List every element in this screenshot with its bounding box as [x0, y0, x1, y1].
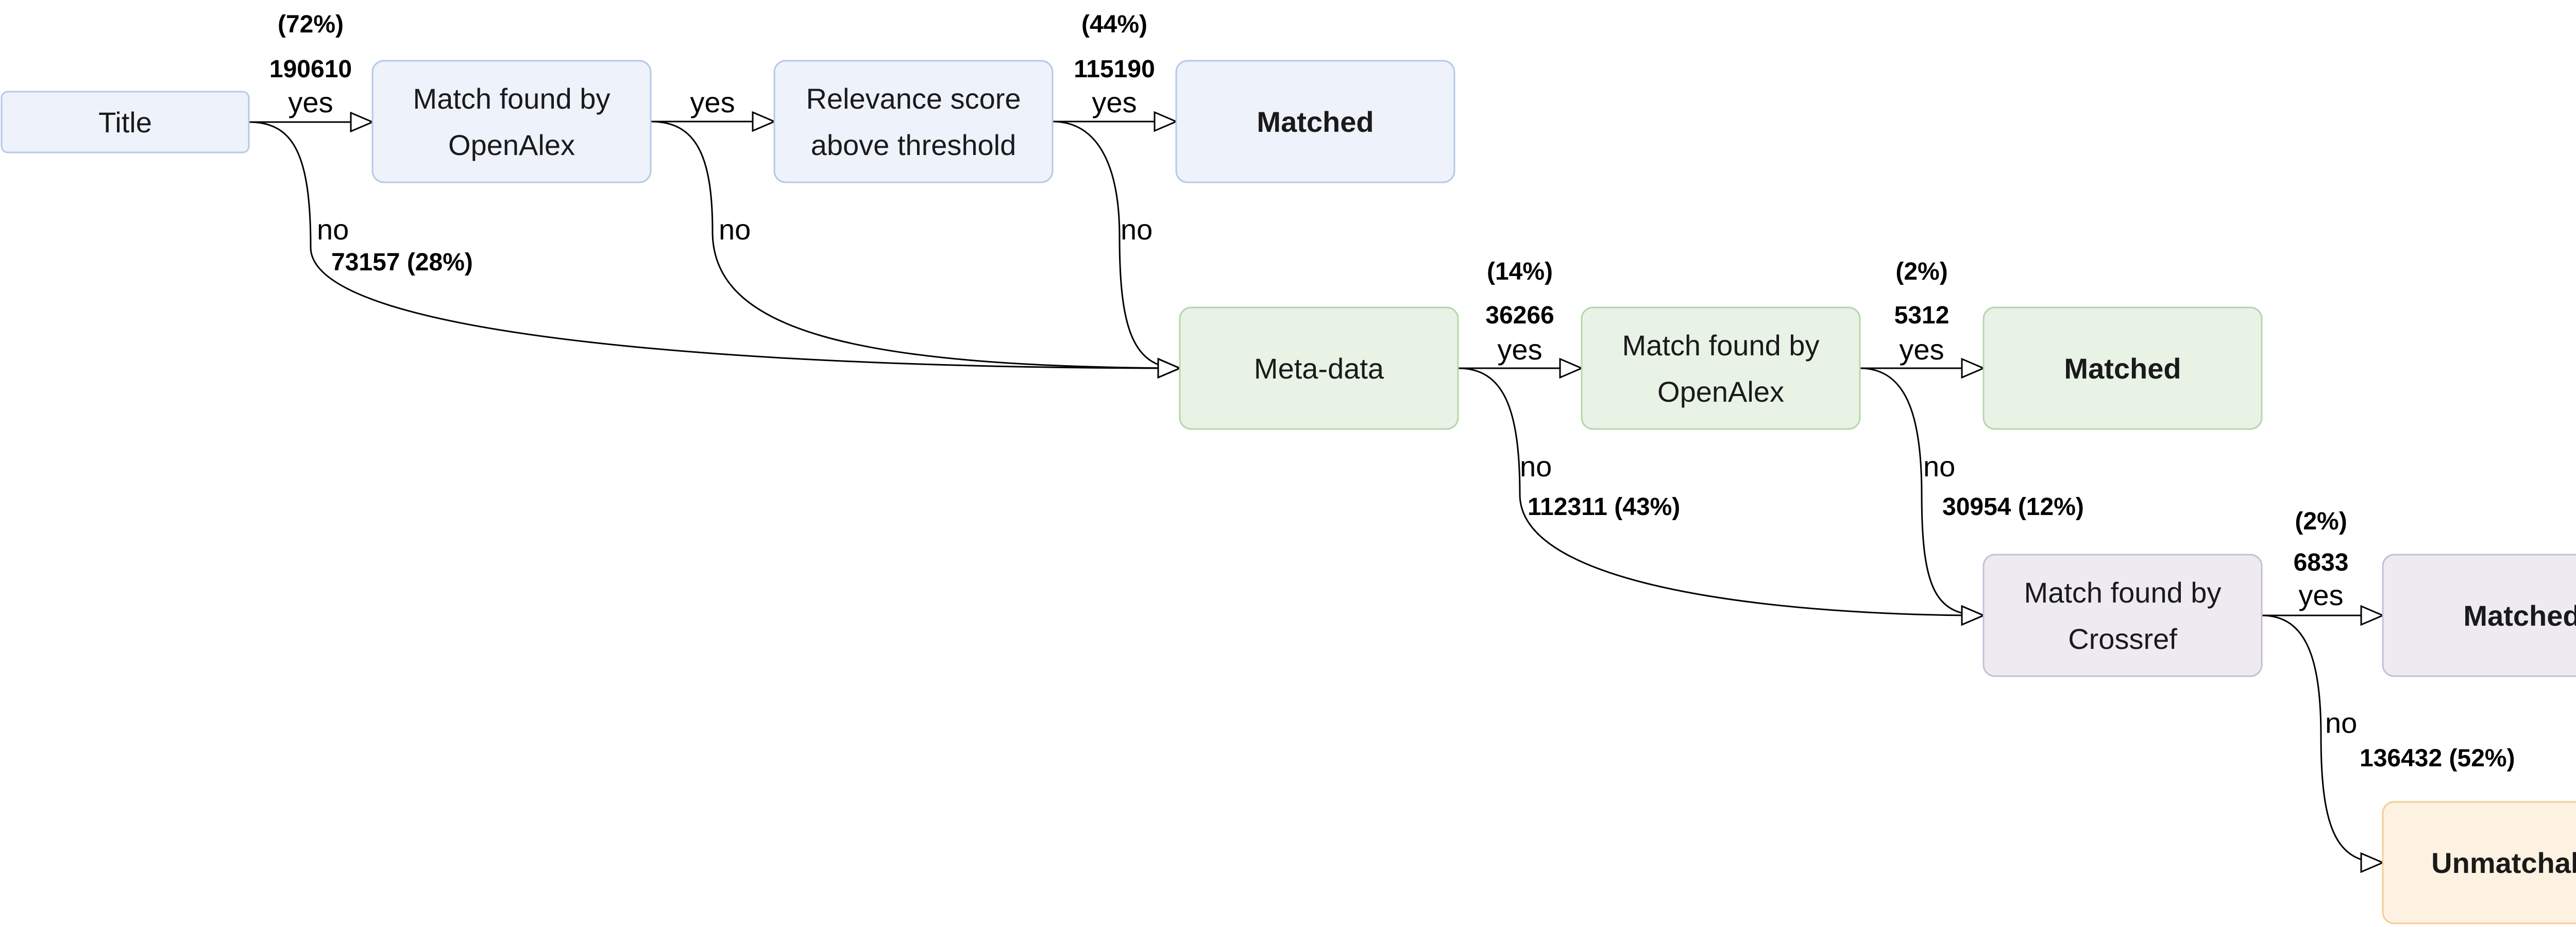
edge-openalex-meta-yes-count: 5312	[1894, 302, 1950, 329]
node-matched-3: Matched	[2382, 554, 2576, 677]
edge-openalex-meta-yes-label: yes	[1899, 333, 1944, 366]
node-label: Match found by	[413, 82, 611, 115]
edge-openalex-meta-no-count: 30954 (12%)	[1942, 493, 2084, 521]
edge-crossref-yes-count: 6833	[2294, 549, 2349, 576]
edge-title-yes-label: yes	[288, 86, 333, 118]
edge-metadata-yes-count: 36266	[1485, 302, 1554, 329]
node-box	[773, 60, 1054, 183]
edge-metadata-yes-percent: (14%)	[1487, 258, 1553, 285]
edge-crossref-yes-label: yes	[2298, 579, 2343, 611]
node-box	[1, 91, 250, 153]
edge-crossref-yes-percent: (2%)	[2295, 508, 2347, 535]
edge-openalex-title-yes-label: yes	[690, 86, 735, 118]
node-relevance: Relevance score above threshold	[773, 60, 1054, 183]
edge-metadata-no-count: 112311 (43%)	[1528, 493, 1680, 521]
node-label: Unmatchable	[2431, 847, 2576, 879]
edge-crossref-no-count: 136432 (52%)	[2360, 745, 2515, 772]
node-box	[2382, 554, 2576, 677]
node-matched-1: Matched	[1175, 60, 1455, 183]
edge-metadata-yes-label: yes	[1497, 333, 1542, 366]
edge-title-no-count: 73157 (28%)	[331, 249, 473, 276]
edges-layer	[248, 121, 2383, 863]
edge-relevance-yes-percent: (44%)	[1081, 11, 1147, 38]
edge-openalex-meta-no-label: no	[1923, 450, 1955, 483]
node-matched-2: Matched	[1982, 306, 2263, 430]
edge-crossref-no	[2261, 614, 2383, 863]
node-unmatchable: Unmatchable	[2382, 801, 2576, 924]
node-metadata: Meta-data	[1179, 306, 1459, 430]
node-box	[1581, 306, 1861, 430]
edge-metadata-no	[1458, 367, 1984, 615]
edge-title-no-label: no	[317, 213, 349, 246]
node-label: OpenAlex	[448, 129, 575, 161]
node-label: Match found by	[1622, 329, 1820, 362]
node-label: OpenAlex	[1657, 375, 1784, 408]
node-box	[1175, 60, 1455, 183]
node-openalex-title-match: Match found by OpenAlex	[371, 60, 652, 183]
edge-openalex-meta-yes-percent: (2%)	[1895, 258, 1947, 285]
node-label: Title	[98, 106, 152, 139]
edge-relevance-no	[1052, 121, 1180, 368]
edge-openalex-title-no	[650, 121, 1180, 368]
edge-title-no	[248, 121, 1180, 368]
node-box	[1982, 554, 2263, 677]
edge-metadata-no-label: no	[1520, 450, 1552, 483]
node-title: Title	[1, 91, 250, 153]
node-crossref-match: Match found by Crossref	[1982, 554, 2263, 677]
edge-title-yes-percent: (72%)	[278, 11, 344, 38]
node-box	[2382, 801, 2576, 924]
node-label: Matched	[2463, 599, 2576, 632]
node-box	[1982, 306, 2263, 430]
node-label: Matched	[1257, 106, 1374, 138]
node-box	[371, 60, 652, 183]
node-label: Meta-data	[1254, 352, 1384, 385]
edge-labels-layer: yes 190610 (72%) yes yes 115190 (44%) no 73157 (…	[269, 11, 2515, 772]
node-label: Match found by	[2024, 576, 2222, 609]
node-openalex-meta-match: Match found by OpenAlex	[1581, 306, 1861, 430]
edge-relevance-yes-label: yes	[1092, 86, 1137, 118]
edge-title-yes-count: 190610	[269, 56, 352, 83]
node-label: Crossref	[2068, 623, 2177, 655]
edge-openalex-meta-no	[1859, 367, 1984, 615]
edge-relevance-no-label: no	[1121, 213, 1153, 246]
node-label: Relevance score	[806, 82, 1021, 115]
node-label: Matched	[2064, 352, 2181, 385]
node-label: above threshold	[811, 129, 1016, 161]
node-box	[1179, 306, 1459, 430]
edge-crossref-no-label: no	[2325, 707, 2357, 739]
edge-openalex-title-no-label: no	[719, 213, 751, 246]
edge-relevance-yes-count: 115190	[1074, 56, 1155, 83]
